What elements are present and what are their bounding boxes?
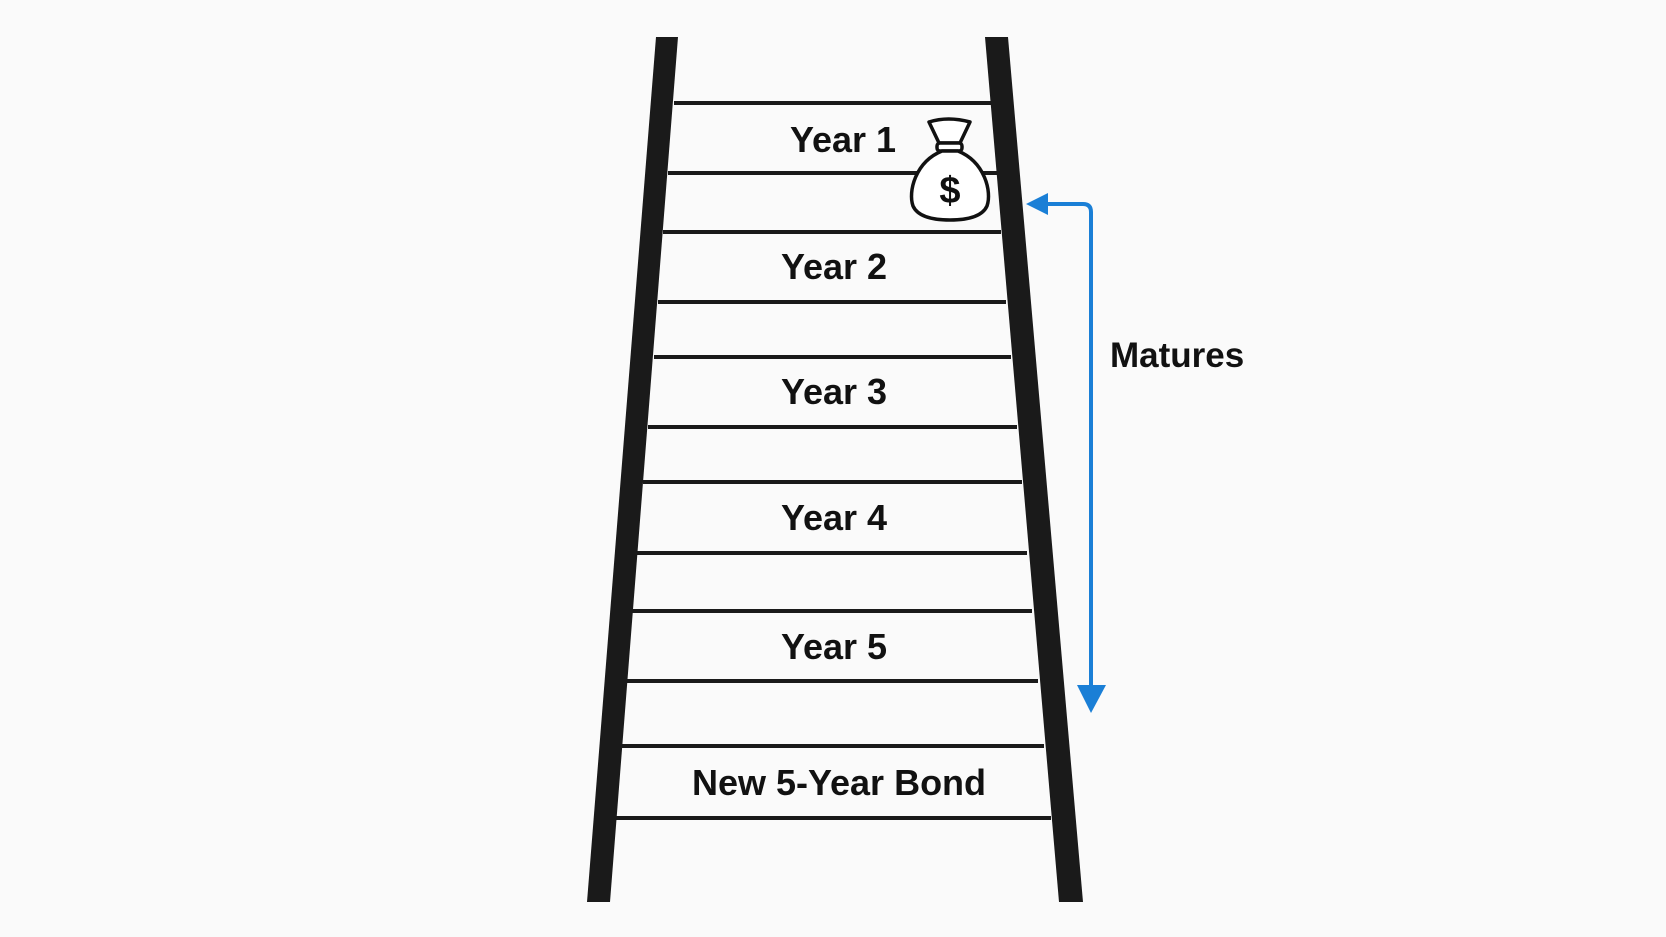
matures-arrow — [1026, 193, 1106, 713]
rung-label-year-5: Year 5 — [781, 626, 887, 667]
arrowhead-down-icon — [1077, 685, 1106, 713]
rung-label-new-5-year-bond: New 5-Year Bond — [692, 762, 986, 803]
rung-label-year-1: Year 1 — [790, 119, 896, 160]
ladder-left-rail — [587, 37, 678, 902]
dollar-sign-icon: $ — [939, 170, 960, 212]
rung-label-year-3: Year 3 — [781, 371, 887, 412]
matures-label: Matures — [1110, 336, 1244, 375]
arrowhead-left-icon — [1026, 193, 1048, 215]
ladder-right-rail — [985, 37, 1083, 902]
ladder-rungs — [615, 101, 1051, 820]
money-bag-dollar-icon: $ — [909, 117, 991, 222]
rung-label-year-2: Year 2 — [781, 246, 887, 287]
rung-label-year-4: Year 4 — [781, 497, 887, 538]
